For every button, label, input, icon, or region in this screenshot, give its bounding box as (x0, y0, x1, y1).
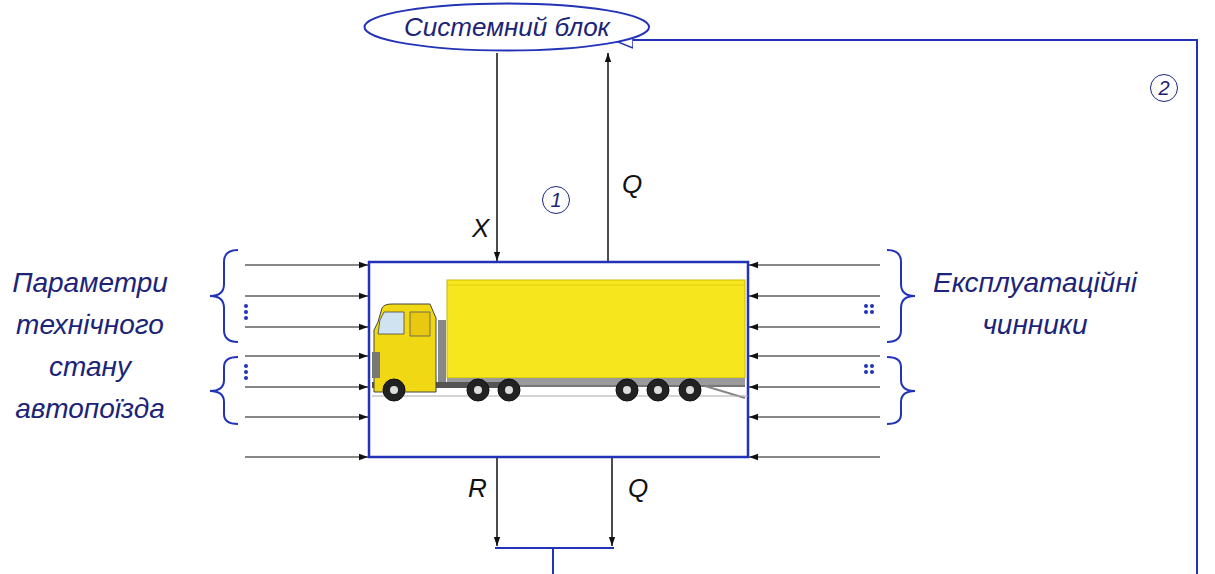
truck-illustration (372, 280, 748, 401)
input-arrows (245, 265, 368, 457)
node-title: Системний блок (404, 12, 610, 43)
callout-number: 2 (1150, 74, 1178, 102)
output-arrow (607, 53, 609, 261)
merge-line (552, 548, 554, 574)
group-label: Параметри технічного стану автопоїзда (0, 262, 180, 430)
callout-number: 1 (542, 186, 570, 214)
output-arrow (496, 458, 498, 546)
merge-line (495, 547, 614, 549)
signal-name: Q (628, 474, 648, 504)
brace (210, 250, 915, 424)
output-arrow (611, 458, 613, 546)
signal-name: Q (622, 170, 642, 200)
system-ellipse: Системний блок (363, 2, 651, 52)
object-frame (369, 262, 748, 457)
signal-name: X (472, 214, 489, 244)
input-arrow (496, 53, 498, 261)
group-label: Експлуатаційні чинники (915, 262, 1155, 346)
signal-name: R (468, 474, 487, 504)
input-arrows (749, 265, 880, 457)
